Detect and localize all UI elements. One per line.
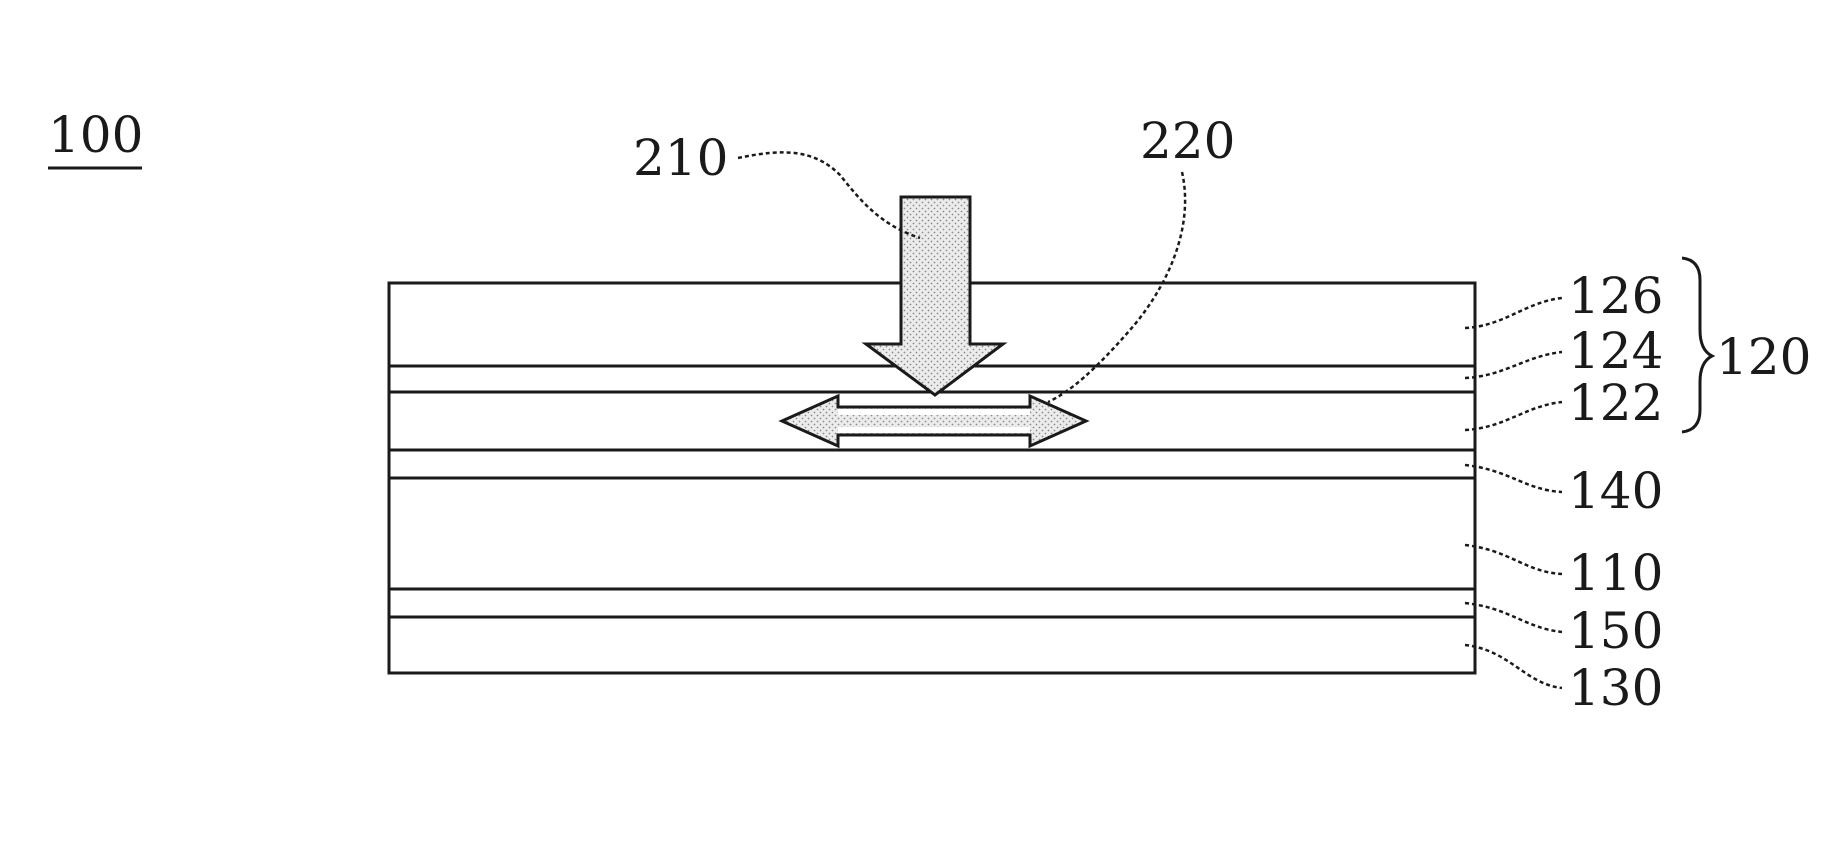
- layer-label-130: 130: [1568, 659, 1663, 717]
- leader-line-124: [1465, 352, 1562, 378]
- layer-label-124: 124: [1568, 322, 1663, 380]
- leader-line-140: [1465, 465, 1562, 492]
- layer-label-122: 122: [1568, 374, 1663, 432]
- layer-label-110: 110: [1568, 544, 1663, 602]
- layer-label-150: 150: [1568, 602, 1663, 660]
- layer-label-126: 126: [1568, 267, 1663, 325]
- leader-line-110: [1465, 545, 1562, 574]
- callout-label-220: 220: [1140, 112, 1235, 170]
- leader-line-210: [738, 152, 920, 238]
- layer-label-140: 140: [1568, 462, 1663, 520]
- group-label-120: 120: [1716, 328, 1811, 386]
- figure-label: 100: [48, 106, 143, 164]
- leader-line-126: [1465, 298, 1562, 328]
- callout-label-210: 210: [633, 129, 728, 187]
- layer-leaders: [1465, 298, 1562, 688]
- group-brace-icon: [1682, 258, 1712, 432]
- lateral-arrow-inner-band: [838, 409, 1030, 415]
- lateral-double-arrow-icon: [782, 396, 1086, 446]
- leader-line-150: [1465, 603, 1562, 632]
- lateral-arrow-inner-band-lower: [838, 427, 1030, 433]
- leader-line-122: [1465, 402, 1562, 430]
- leader-line-130: [1465, 645, 1562, 688]
